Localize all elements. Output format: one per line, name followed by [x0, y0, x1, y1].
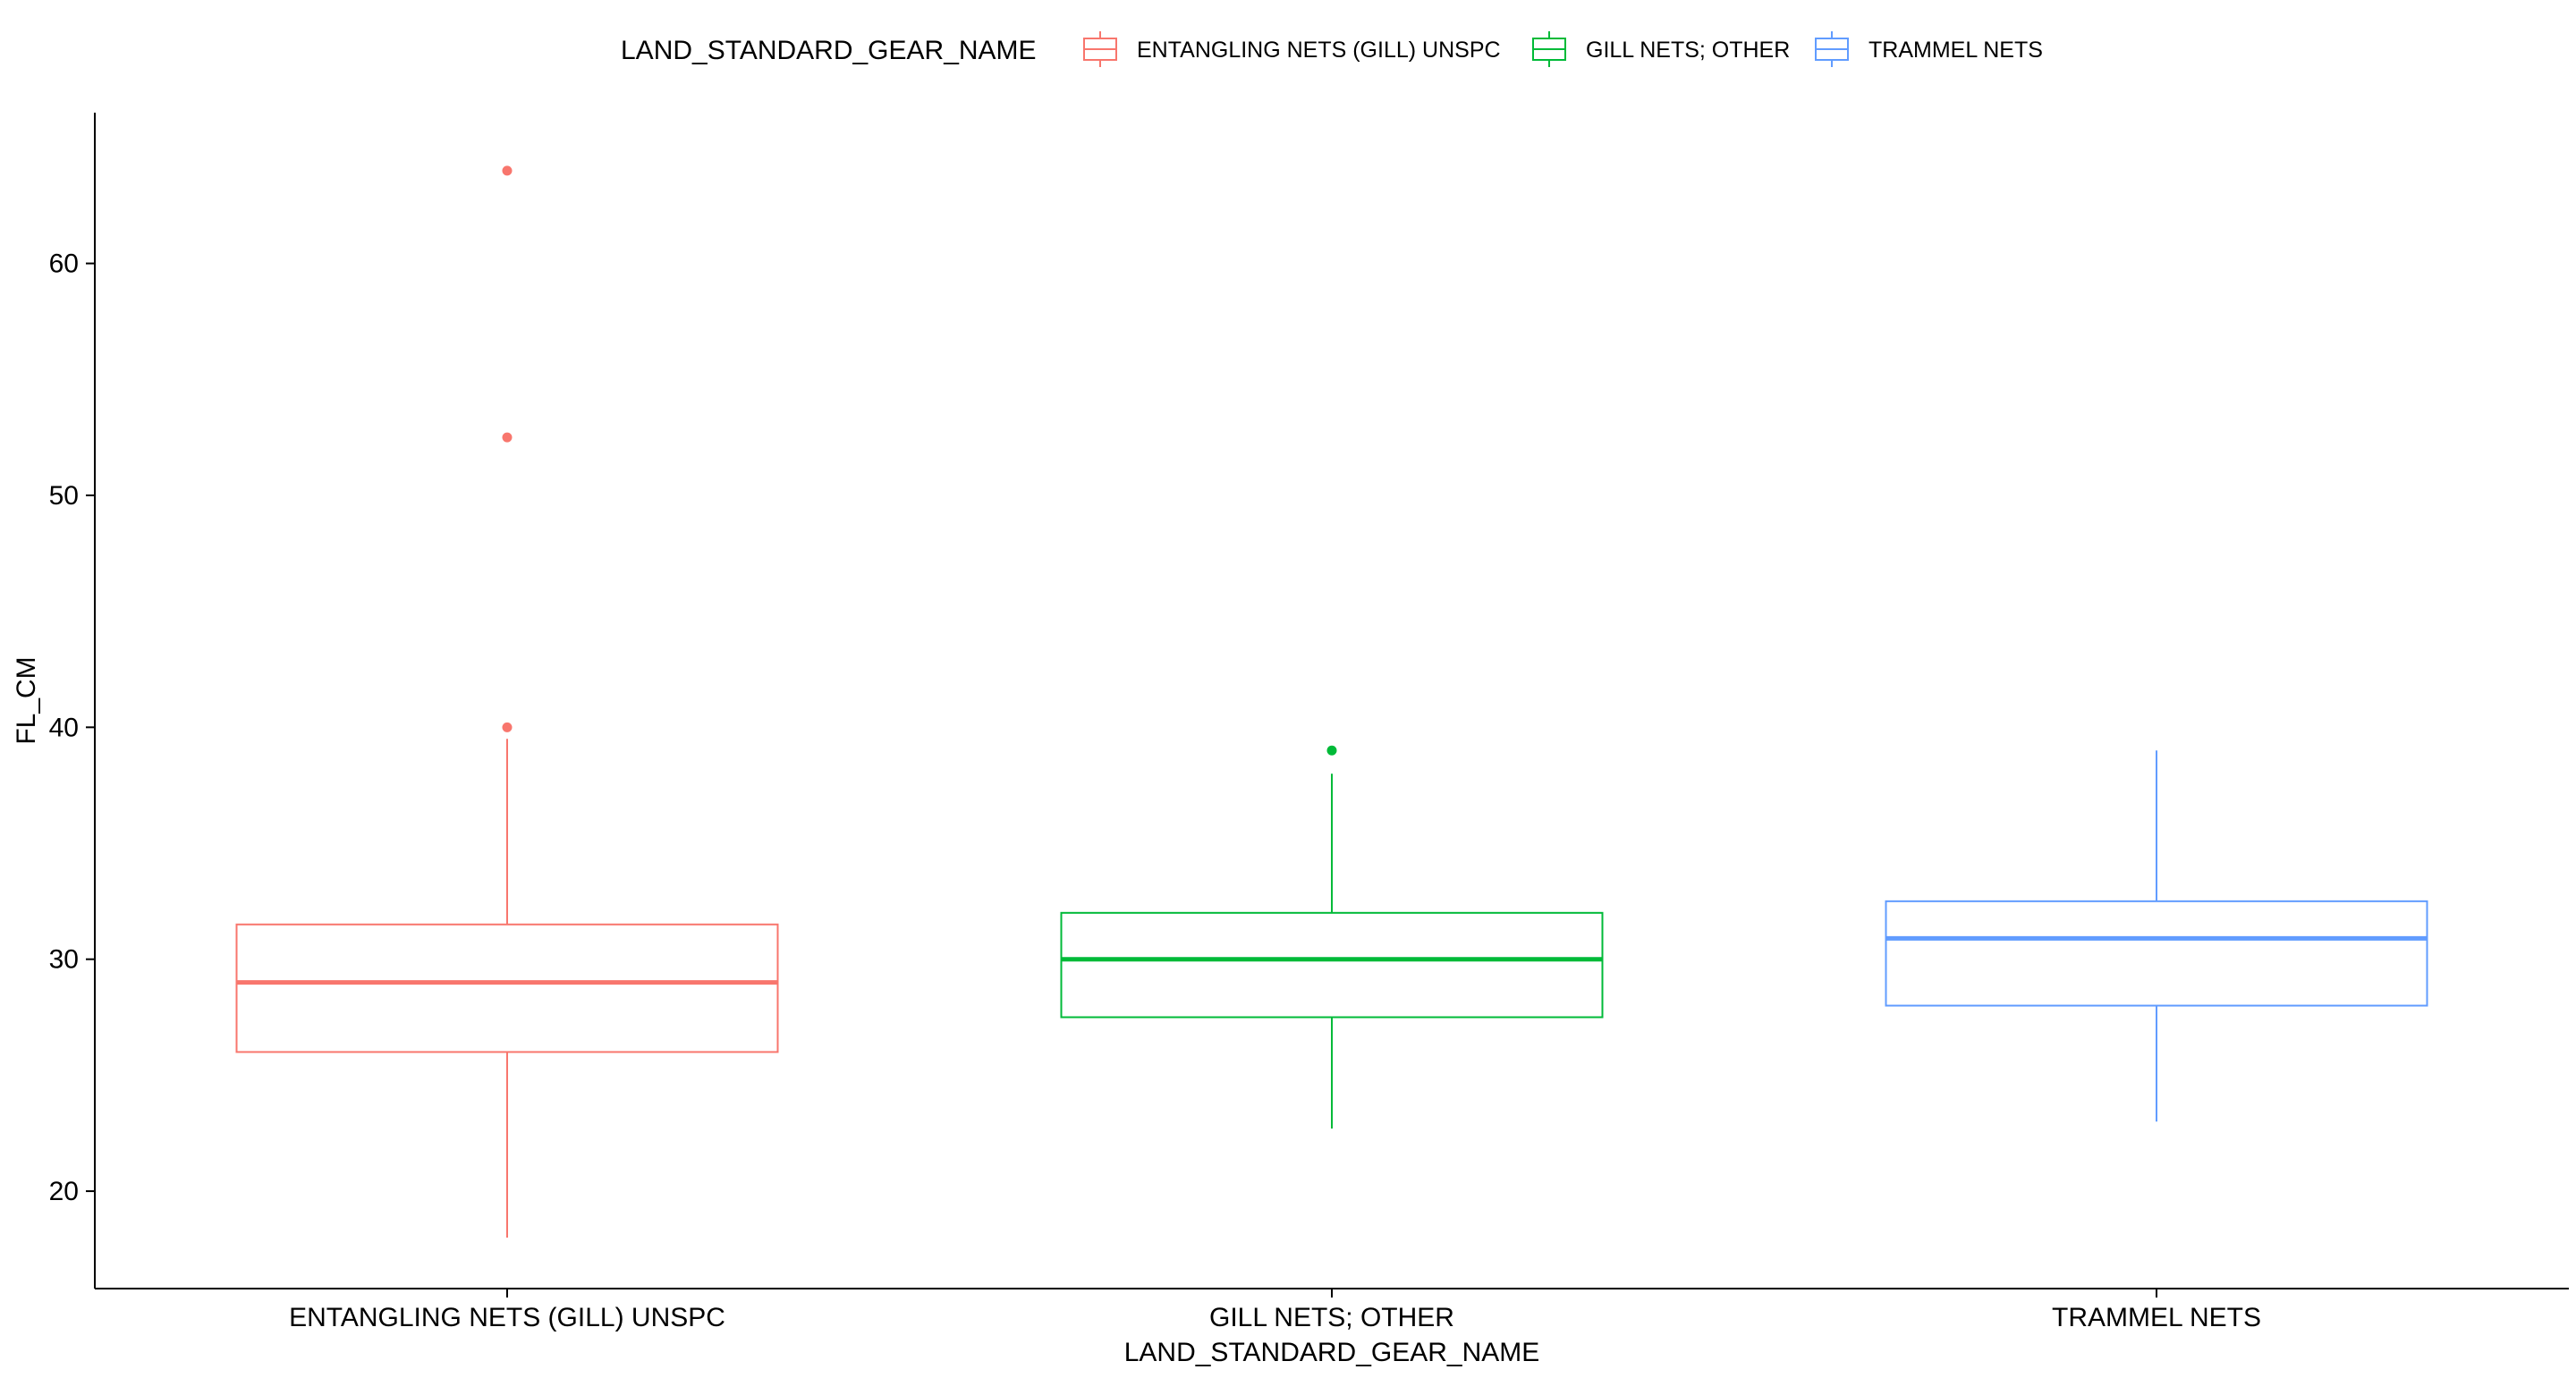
outlier-point — [502, 722, 513, 732]
box-iqr — [1060, 911, 1604, 1019]
legend-item: GILL NETS; OTHER — [1532, 31, 1790, 67]
outlier-point — [1326, 745, 1337, 756]
outlier-point — [502, 165, 513, 176]
plot-area: 20 30 40 50 60 ENTANGLING NETS (GILL) UNSPC G… — [49, 113, 2569, 1332]
y-tick-label: 50 — [49, 481, 79, 511]
y-tick-label: 20 — [49, 1177, 79, 1206]
x-axis-title: LAND_STANDARD_GEAR_NAME — [1124, 1338, 1540, 1367]
box-group — [1060, 745, 1604, 1129]
legend-label: ENTANGLING NETS (GILL) UNSPC — [1137, 38, 1501, 63]
legend-items: ENTANGLING NETS (GILL) UNSPC GILL NETS; O… — [1083, 31, 2043, 67]
x-tick-label: TRAMMEL NETS — [2052, 1303, 2261, 1332]
legend-item: ENTANGLING NETS (GILL) UNSPC — [1083, 31, 1501, 67]
box-series — [235, 165, 2428, 1238]
x-axis-ticks: ENTANGLING NETS (GILL) UNSPC GILL NETS; O… — [289, 1289, 2261, 1332]
outlier-point — [502, 432, 513, 443]
legend-item: TRAMMEL NETS — [1815, 31, 2043, 67]
legend: LAND_STANDARD_GEAR_NAME ENTANGLING NETS … — [621, 31, 2043, 67]
y-axis-title: FL_CM — [12, 656, 41, 744]
x-tick-label: GILL NETS; OTHER — [1209, 1303, 1454, 1332]
y-tick-label: 30 — [49, 945, 79, 975]
box-iqr — [1885, 900, 2428, 1007]
y-tick-label: 40 — [49, 713, 79, 742]
box-group — [235, 165, 779, 1238]
y-tick-label: 60 — [49, 249, 79, 279]
legend-title: LAND_STANDARD_GEAR_NAME — [621, 36, 1037, 65]
legend-label: GILL NETS; OTHER — [1586, 38, 1790, 63]
x-tick-label: ENTANGLING NETS (GILL) UNSPC — [289, 1303, 725, 1332]
box-group — [1885, 750, 2428, 1122]
box-iqr — [235, 923, 779, 1053]
legend-label: TRAMMEL NETS — [1868, 38, 2043, 63]
y-axis-ticks: 20 30 40 50 60 — [49, 249, 95, 1206]
